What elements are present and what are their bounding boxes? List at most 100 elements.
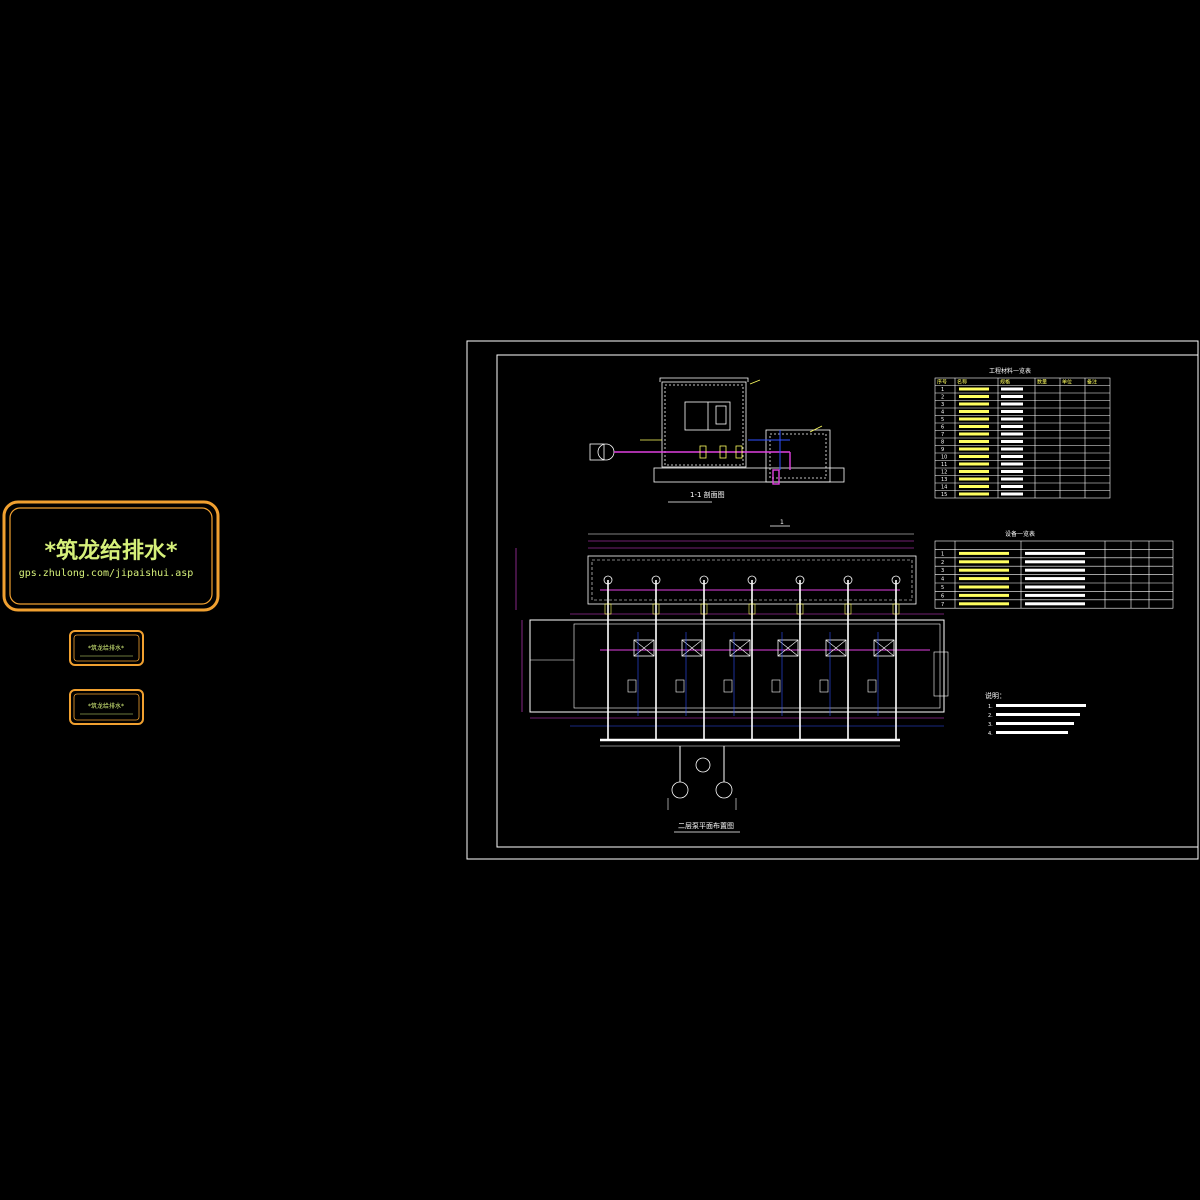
equipment-row-number: 7 bbox=[941, 602, 944, 608]
note-line: 3. bbox=[988, 722, 993, 728]
material-spec-text bbox=[1001, 410, 1023, 413]
riser-top bbox=[651, 575, 661, 585]
material-spec-text bbox=[1001, 455, 1023, 458]
material-spec-text bbox=[1001, 470, 1023, 473]
section-mark: 1 bbox=[780, 519, 784, 526]
valve-box bbox=[819, 679, 829, 693]
riser-top bbox=[699, 575, 709, 585]
material-row-number: 12 bbox=[941, 470, 947, 476]
material-name-text bbox=[959, 462, 989, 466]
riser-top bbox=[843, 575, 853, 585]
note-line: 2. bbox=[988, 713, 993, 719]
material-row-number: 5 bbox=[941, 417, 944, 423]
notes-block: 说明： 1. 2. 3. 4. bbox=[985, 691, 1086, 737]
stamp-url: gps.zhulong.com/jipaishui.asp bbox=[19, 568, 194, 579]
stamp-small-2: *筑龙给排水* bbox=[69, 689, 144, 725]
equipment-name-text bbox=[959, 602, 1009, 606]
material-spec-text bbox=[1001, 447, 1023, 451]
material-spec-text bbox=[1001, 395, 1023, 398]
stamp-small-1: *筑龙给排水* bbox=[69, 630, 144, 666]
equipment-name-text bbox=[959, 577, 1009, 581]
equipment-spec-text bbox=[1025, 551, 1085, 555]
gate-valve bbox=[892, 603, 900, 615]
equipment-spec-text bbox=[1025, 593, 1085, 597]
stamp-large: *筑龙给排水* gps.zhulong.com/jipaishui.asp bbox=[2, 500, 220, 612]
stamp-small-2-label: *筑龙给排水* bbox=[88, 702, 124, 710]
equipment-spec-text bbox=[1025, 568, 1085, 572]
material-header-cell: 单位 bbox=[1062, 379, 1072, 386]
material-row-number: 14 bbox=[941, 485, 947, 491]
note-line: 4. bbox=[988, 731, 993, 737]
material-header-cell: 备注 bbox=[1087, 379, 1097, 386]
equipment-name-text bbox=[959, 560, 1009, 564]
material-name-text bbox=[959, 425, 989, 428]
riser-top bbox=[747, 575, 757, 585]
note-text bbox=[996, 731, 1068, 734]
equipment-spec-text bbox=[1025, 560, 1085, 564]
material-name-text bbox=[959, 447, 989, 451]
stamp-small-1-label: *筑龙给排水* bbox=[88, 644, 124, 652]
material-spec-text bbox=[1001, 402, 1023, 406]
material-table-title: 工程材料一览表 bbox=[989, 367, 1031, 375]
notes-heading: 说明： bbox=[985, 691, 1006, 700]
material-spec-text bbox=[1001, 477, 1023, 481]
material-spec-text bbox=[1001, 492, 1023, 496]
material-spec-text bbox=[1001, 462, 1023, 466]
material-name-text bbox=[959, 417, 989, 421]
material-row-number: 4 bbox=[941, 410, 944, 416]
material-row-number: 7 bbox=[941, 432, 944, 438]
equipment-row-number: 6 bbox=[941, 593, 944, 599]
material-header-cell: 序号 bbox=[937, 379, 947, 386]
gate-valve bbox=[700, 603, 708, 615]
note-text bbox=[996, 713, 1080, 716]
material-name-text bbox=[959, 485, 989, 488]
equipment-row-number: 3 bbox=[941, 568, 944, 574]
equipment-name-text bbox=[959, 568, 1009, 572]
equipment-spec-text bbox=[1025, 585, 1085, 589]
material-spec-text bbox=[1001, 432, 1023, 436]
material-table: 工程材料一览表 序号名称规格数量单位备注 1234567891011121314… bbox=[934, 367, 1111, 499]
material-name-text bbox=[959, 455, 989, 458]
equipment-name-text bbox=[959, 593, 1009, 597]
material-header-cell: 名称 bbox=[957, 379, 967, 386]
material-header-cell: 规格 bbox=[1000, 379, 1010, 386]
pump-unit bbox=[633, 639, 655, 657]
riser-top bbox=[603, 575, 613, 585]
valve-box bbox=[627, 679, 637, 693]
pump-unit bbox=[777, 639, 799, 657]
section-view: 1-1 剖面图 bbox=[589, 377, 845, 503]
section-title: 1-1 剖面图 bbox=[690, 490, 725, 499]
material-spec-text bbox=[1001, 440, 1023, 443]
pump-unit bbox=[873, 639, 895, 657]
equipment-row-number: 1 bbox=[941, 551, 944, 557]
equipment-name-text bbox=[959, 551, 1009, 555]
riser-top bbox=[795, 575, 805, 585]
riser-top bbox=[891, 575, 901, 585]
equipment-row-number: 2 bbox=[941, 560, 944, 566]
valve-box bbox=[675, 679, 685, 693]
material-row-number: 15 bbox=[941, 492, 947, 498]
material-spec-text bbox=[1001, 417, 1023, 421]
material-row-number: 3 bbox=[941, 402, 944, 408]
material-row-number: 11 bbox=[941, 462, 947, 468]
gate-valve bbox=[796, 603, 804, 615]
gate-valve bbox=[604, 603, 612, 615]
equipment-table-title: 设备一览表 bbox=[1005, 530, 1035, 538]
stamp-title: *筑龙给排水* bbox=[44, 538, 178, 564]
material-name-text bbox=[959, 402, 989, 406]
material-row-number: 1 bbox=[941, 387, 944, 393]
valve-box bbox=[771, 679, 781, 693]
pump-unit bbox=[681, 639, 703, 657]
material-name-text bbox=[959, 387, 989, 391]
inner-frame bbox=[496, 354, 1199, 848]
note-line: 1. bbox=[988, 704, 993, 710]
material-row-number: 8 bbox=[941, 440, 944, 446]
equipment-spec-text bbox=[1025, 602, 1085, 606]
pump-unit bbox=[825, 639, 847, 657]
plan-title: 二层泵平面布置图 bbox=[678, 821, 734, 830]
gate-valve bbox=[844, 603, 852, 615]
material-header-cell: 数量 bbox=[1037, 379, 1047, 386]
gate-valve bbox=[748, 603, 756, 615]
material-row-number: 9 bbox=[941, 447, 944, 453]
